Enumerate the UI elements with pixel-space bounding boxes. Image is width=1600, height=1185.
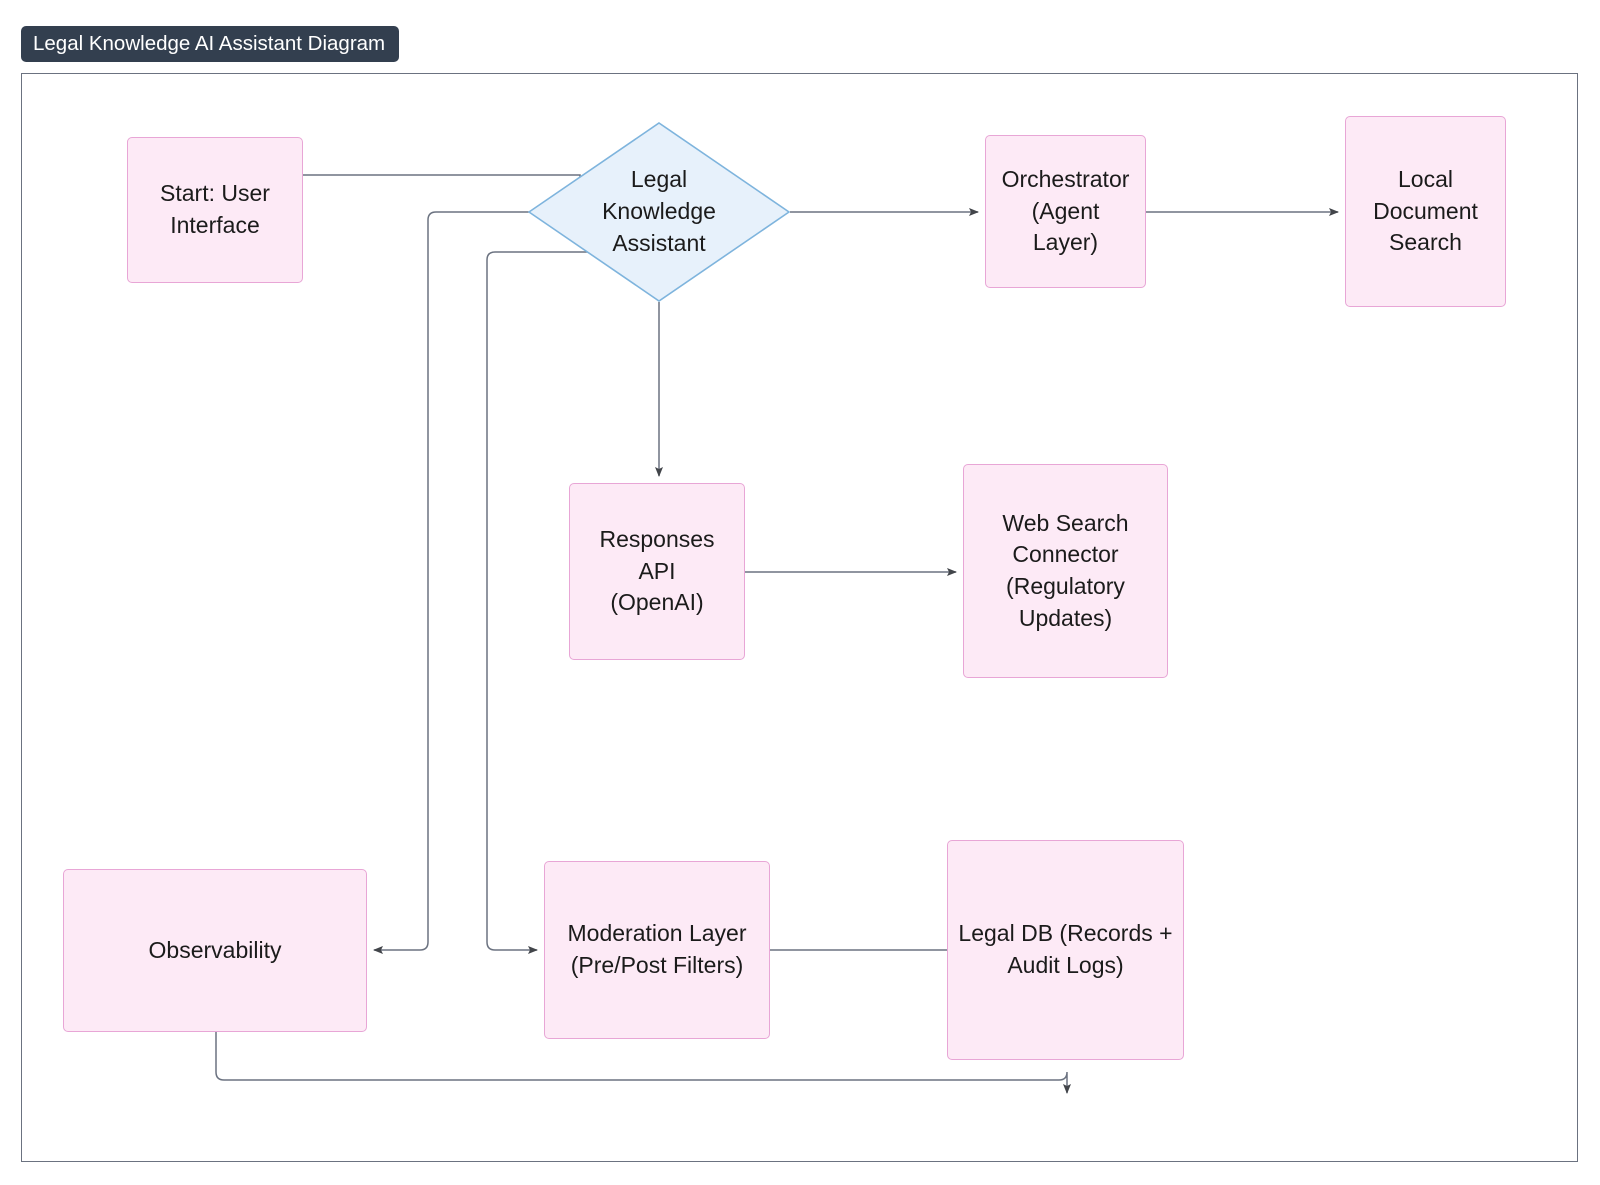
node-label: Legal DB (Records + Audit Logs)	[958, 920, 1173, 978]
node-label: Observability	[148, 936, 282, 963]
node-orchestrator-agent-layer[interactable]: Orchestrator (Agent Layer)	[985, 135, 1146, 288]
node-label: Web Search Connector (Regulatory Updates…	[1002, 509, 1129, 631]
node-responses-api-openai[interactable]: Responses API (OpenAI)	[569, 483, 745, 660]
node-label: Responses API (OpenAI)	[599, 525, 715, 616]
node-label: Moderation Layer (Pre/Post Filters)	[567, 920, 747, 978]
node-label: Legal Knowledge Assistant	[602, 166, 716, 256]
node-legal-db[interactable]: Legal DB (Records + Audit Logs)	[947, 840, 1184, 1060]
node-start-user-interface[interactable]: Start: User Interface	[127, 137, 303, 283]
diagram-title: Legal Knowledge AI Assistant Diagram	[21, 26, 400, 62]
node-label: Orchestrator (Agent Layer)	[1001, 165, 1130, 256]
node-label: Start: User Interface	[160, 180, 270, 238]
node-observability[interactable]: Observability	[63, 869, 367, 1032]
node-legal-knowledge-assistant[interactable]: Legal Knowledge Assistant	[528, 122, 790, 302]
diagram-frame	[21, 73, 1578, 1162]
node-local-document-search[interactable]: Local Document Search	[1345, 116, 1506, 307]
node-label: Local Document Search	[1373, 165, 1478, 256]
node-web-search-connector[interactable]: Web Search Connector (Regulatory Updates…	[963, 464, 1168, 678]
node-moderation-layer[interactable]: Moderation Layer (Pre/Post Filters)	[544, 861, 770, 1039]
